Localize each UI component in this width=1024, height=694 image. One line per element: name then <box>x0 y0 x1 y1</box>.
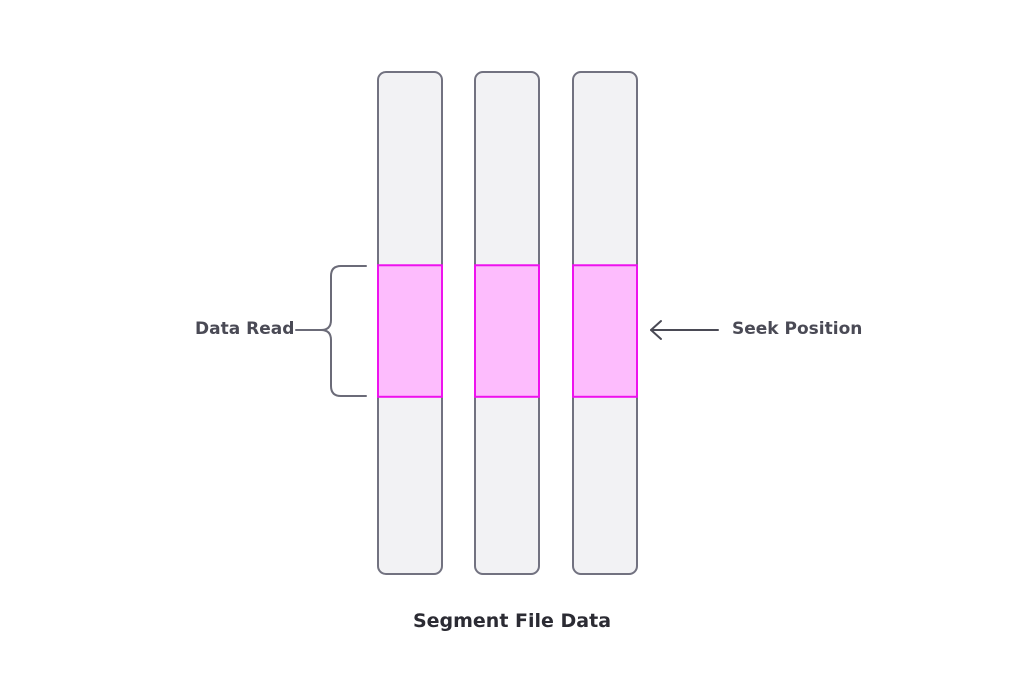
diagram-caption: Segment File Data <box>412 610 612 632</box>
seek-position-label: Seek Position <box>732 319 863 339</box>
read-region-1 <box>377 264 443 398</box>
data-read-brace <box>295 265 367 397</box>
data-read-label: Data Read <box>195 319 295 339</box>
seek-position-arrow <box>650 320 719 340</box>
read-region-2 <box>474 264 540 398</box>
read-region-3 <box>572 264 638 398</box>
segments-group <box>377 71 638 575</box>
